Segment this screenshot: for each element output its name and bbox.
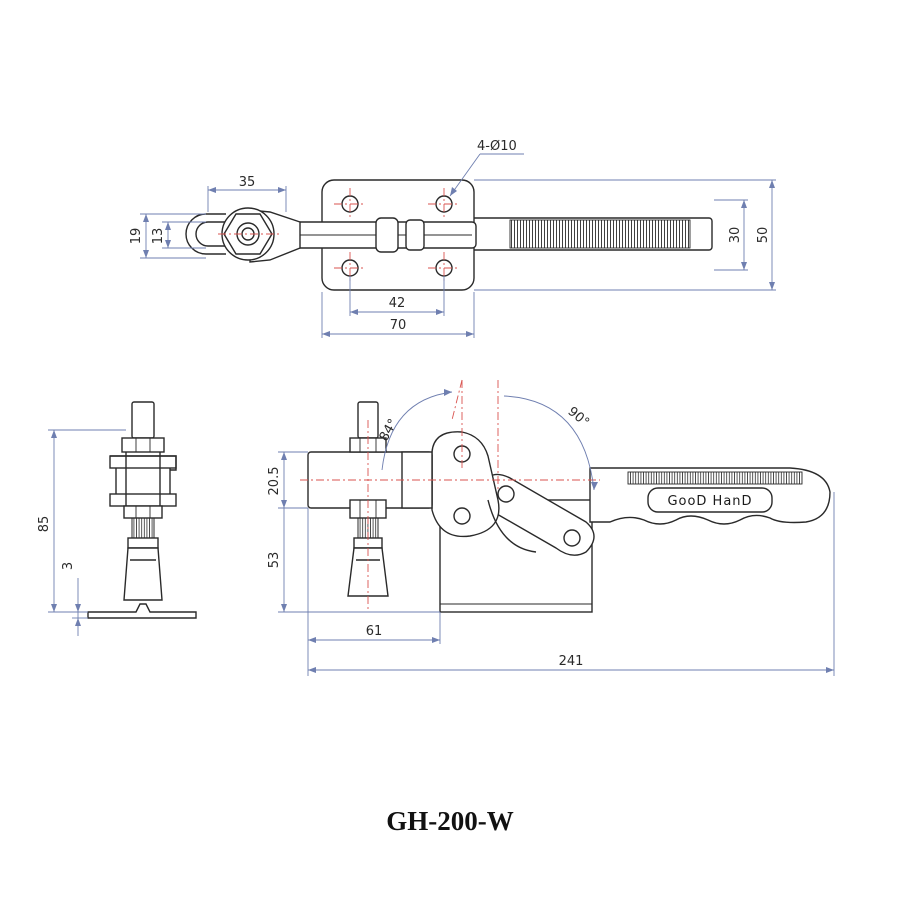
angle-90: 90° <box>565 404 592 430</box>
dim-85: 85 <box>37 516 52 533</box>
dim-53: 53 <box>267 552 282 569</box>
dim-30: 30 <box>728 227 743 244</box>
dim-61: 61 <box>366 624 383 639</box>
side-view: GooD HanD <box>267 379 835 676</box>
dim-13: 13 <box>151 228 166 245</box>
dim-35: 35 <box>239 175 256 190</box>
dim-20-5: 20.5 <box>267 467 282 496</box>
model-title: GH-200-W <box>386 806 514 836</box>
mounting-holes <box>334 188 460 284</box>
top-view: 35 19 13 4-Ø10 42 70 <box>129 139 776 338</box>
dim-50: 50 <box>756 227 771 244</box>
dim-19: 19 <box>129 228 144 245</box>
dim-70: 70 <box>390 318 407 333</box>
hole-callout: 4-Ø10 <box>477 139 517 154</box>
dim-3: 3 <box>61 562 76 570</box>
dim-241: 241 <box>559 654 584 669</box>
dim-42: 42 <box>389 296 406 311</box>
brand-label: GooD HanD <box>667 494 752 509</box>
front-view: 85 3 <box>37 401 197 636</box>
